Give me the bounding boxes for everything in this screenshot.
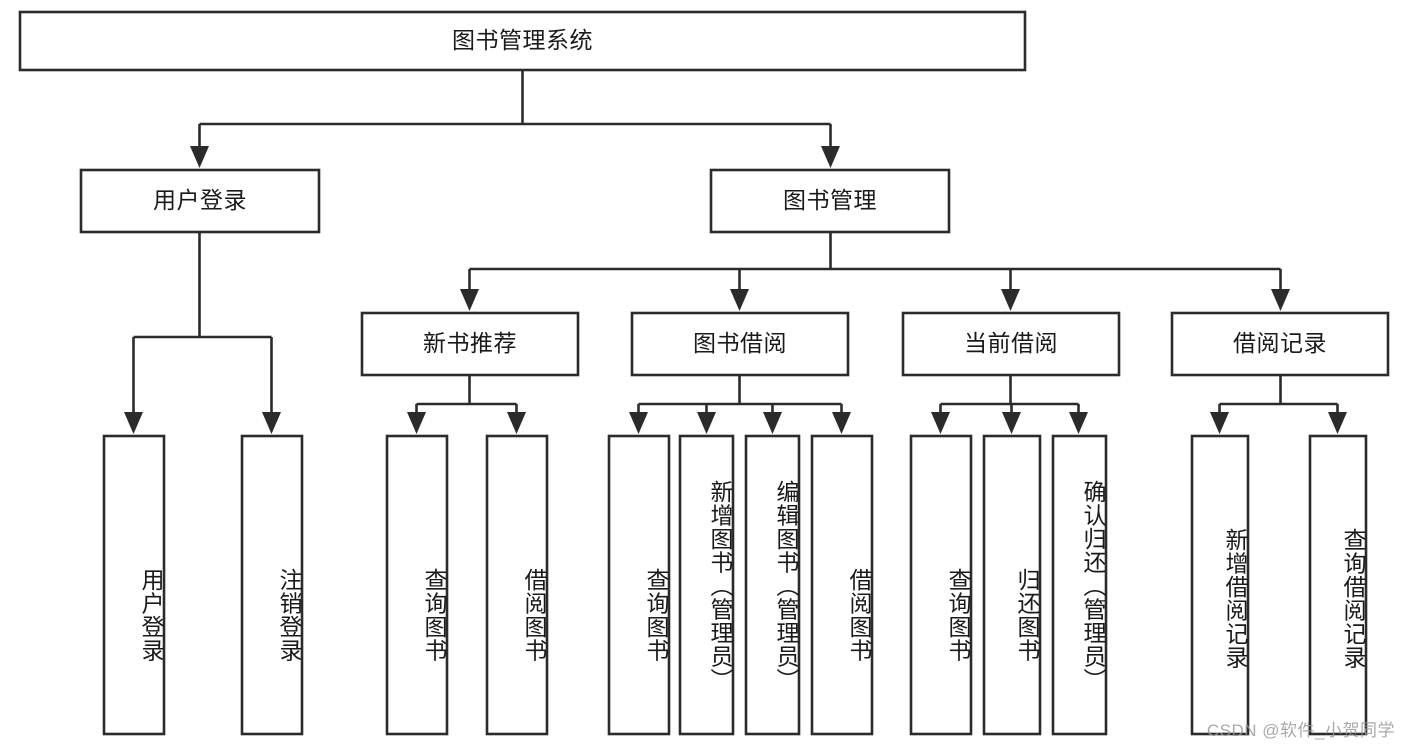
node-box-leaf-query-book-borrow[interactable] [607,434,671,736]
node-box-leaf-query-record[interactable] [1308,434,1368,736]
arrow-head-leaf-confirm-return [1069,412,1088,434]
arrow-head-leaf-add-record [1210,412,1229,434]
connector-group-new-book-recommend [407,375,526,434]
node-box-leaf-query-book-cur[interactable] [909,434,973,736]
arrow-head-leaf-add-book [697,412,716,434]
node-box-root[interactable] [18,10,1027,72]
node-box-leaf-query-book-rec[interactable] [385,434,449,736]
arrow-head-leaf-borrow-book [832,412,851,434]
node-box-leaf-confirm-return[interactable] [1051,434,1108,736]
connector-group-book-management [460,232,1290,311]
node-box-user-login[interactable] [79,168,321,234]
connector-group-borrow-record [1210,375,1347,434]
node-box-book-borrow[interactable] [630,311,850,377]
arrow-head-current-borrow [1001,289,1020,311]
arrow-head-user-login [190,146,209,168]
arrow-head-leaf-query-book-rec [407,412,426,434]
arrow-head-leaf-return-book [1002,412,1021,434]
arrow-head-leaf-query-record [1328,412,1347,434]
node-box-leaf-return-book[interactable] [982,434,1042,736]
node-box-leaf-edit-book[interactable] [744,434,801,736]
node-box-book-management[interactable] [709,168,951,234]
node-box-leaf-add-book[interactable] [678,434,735,736]
node-box-leaf-logout[interactable] [240,434,304,736]
arrow-head-leaf-borrow-book-rec [507,412,526,434]
arrow-head-leaf-logout [262,412,281,434]
arrow-head-borrow-record [1271,289,1290,311]
arrow-head-leaf-user-login [124,412,143,434]
node-box-new-book-recommend[interactable] [360,311,580,377]
node-box-leaf-borrow-book[interactable] [810,434,874,736]
arrow-head-book-borrow [730,289,749,311]
connector-group-user-login [124,232,281,434]
node-box-leaf-user-login[interactable] [102,434,166,736]
arrow-head-leaf-query-book-borrow [629,412,648,434]
arrow-head-leaf-query-book-cur [931,412,950,434]
connector-group-root [190,70,840,168]
node-box-leaf-add-record[interactable] [1190,434,1250,736]
node-box-current-borrow[interactable] [901,311,1121,377]
connector-group-book-borrow [629,375,851,434]
arrow-head-leaf-edit-book [763,412,782,434]
arrow-head-new-book-recommend [460,289,479,311]
node-box-leaf-borrow-book-rec[interactable] [485,434,549,736]
node-box-borrow-record[interactable] [1170,311,1390,377]
arrow-head-book-management [821,146,840,168]
connector-group-current-borrow [931,375,1088,434]
